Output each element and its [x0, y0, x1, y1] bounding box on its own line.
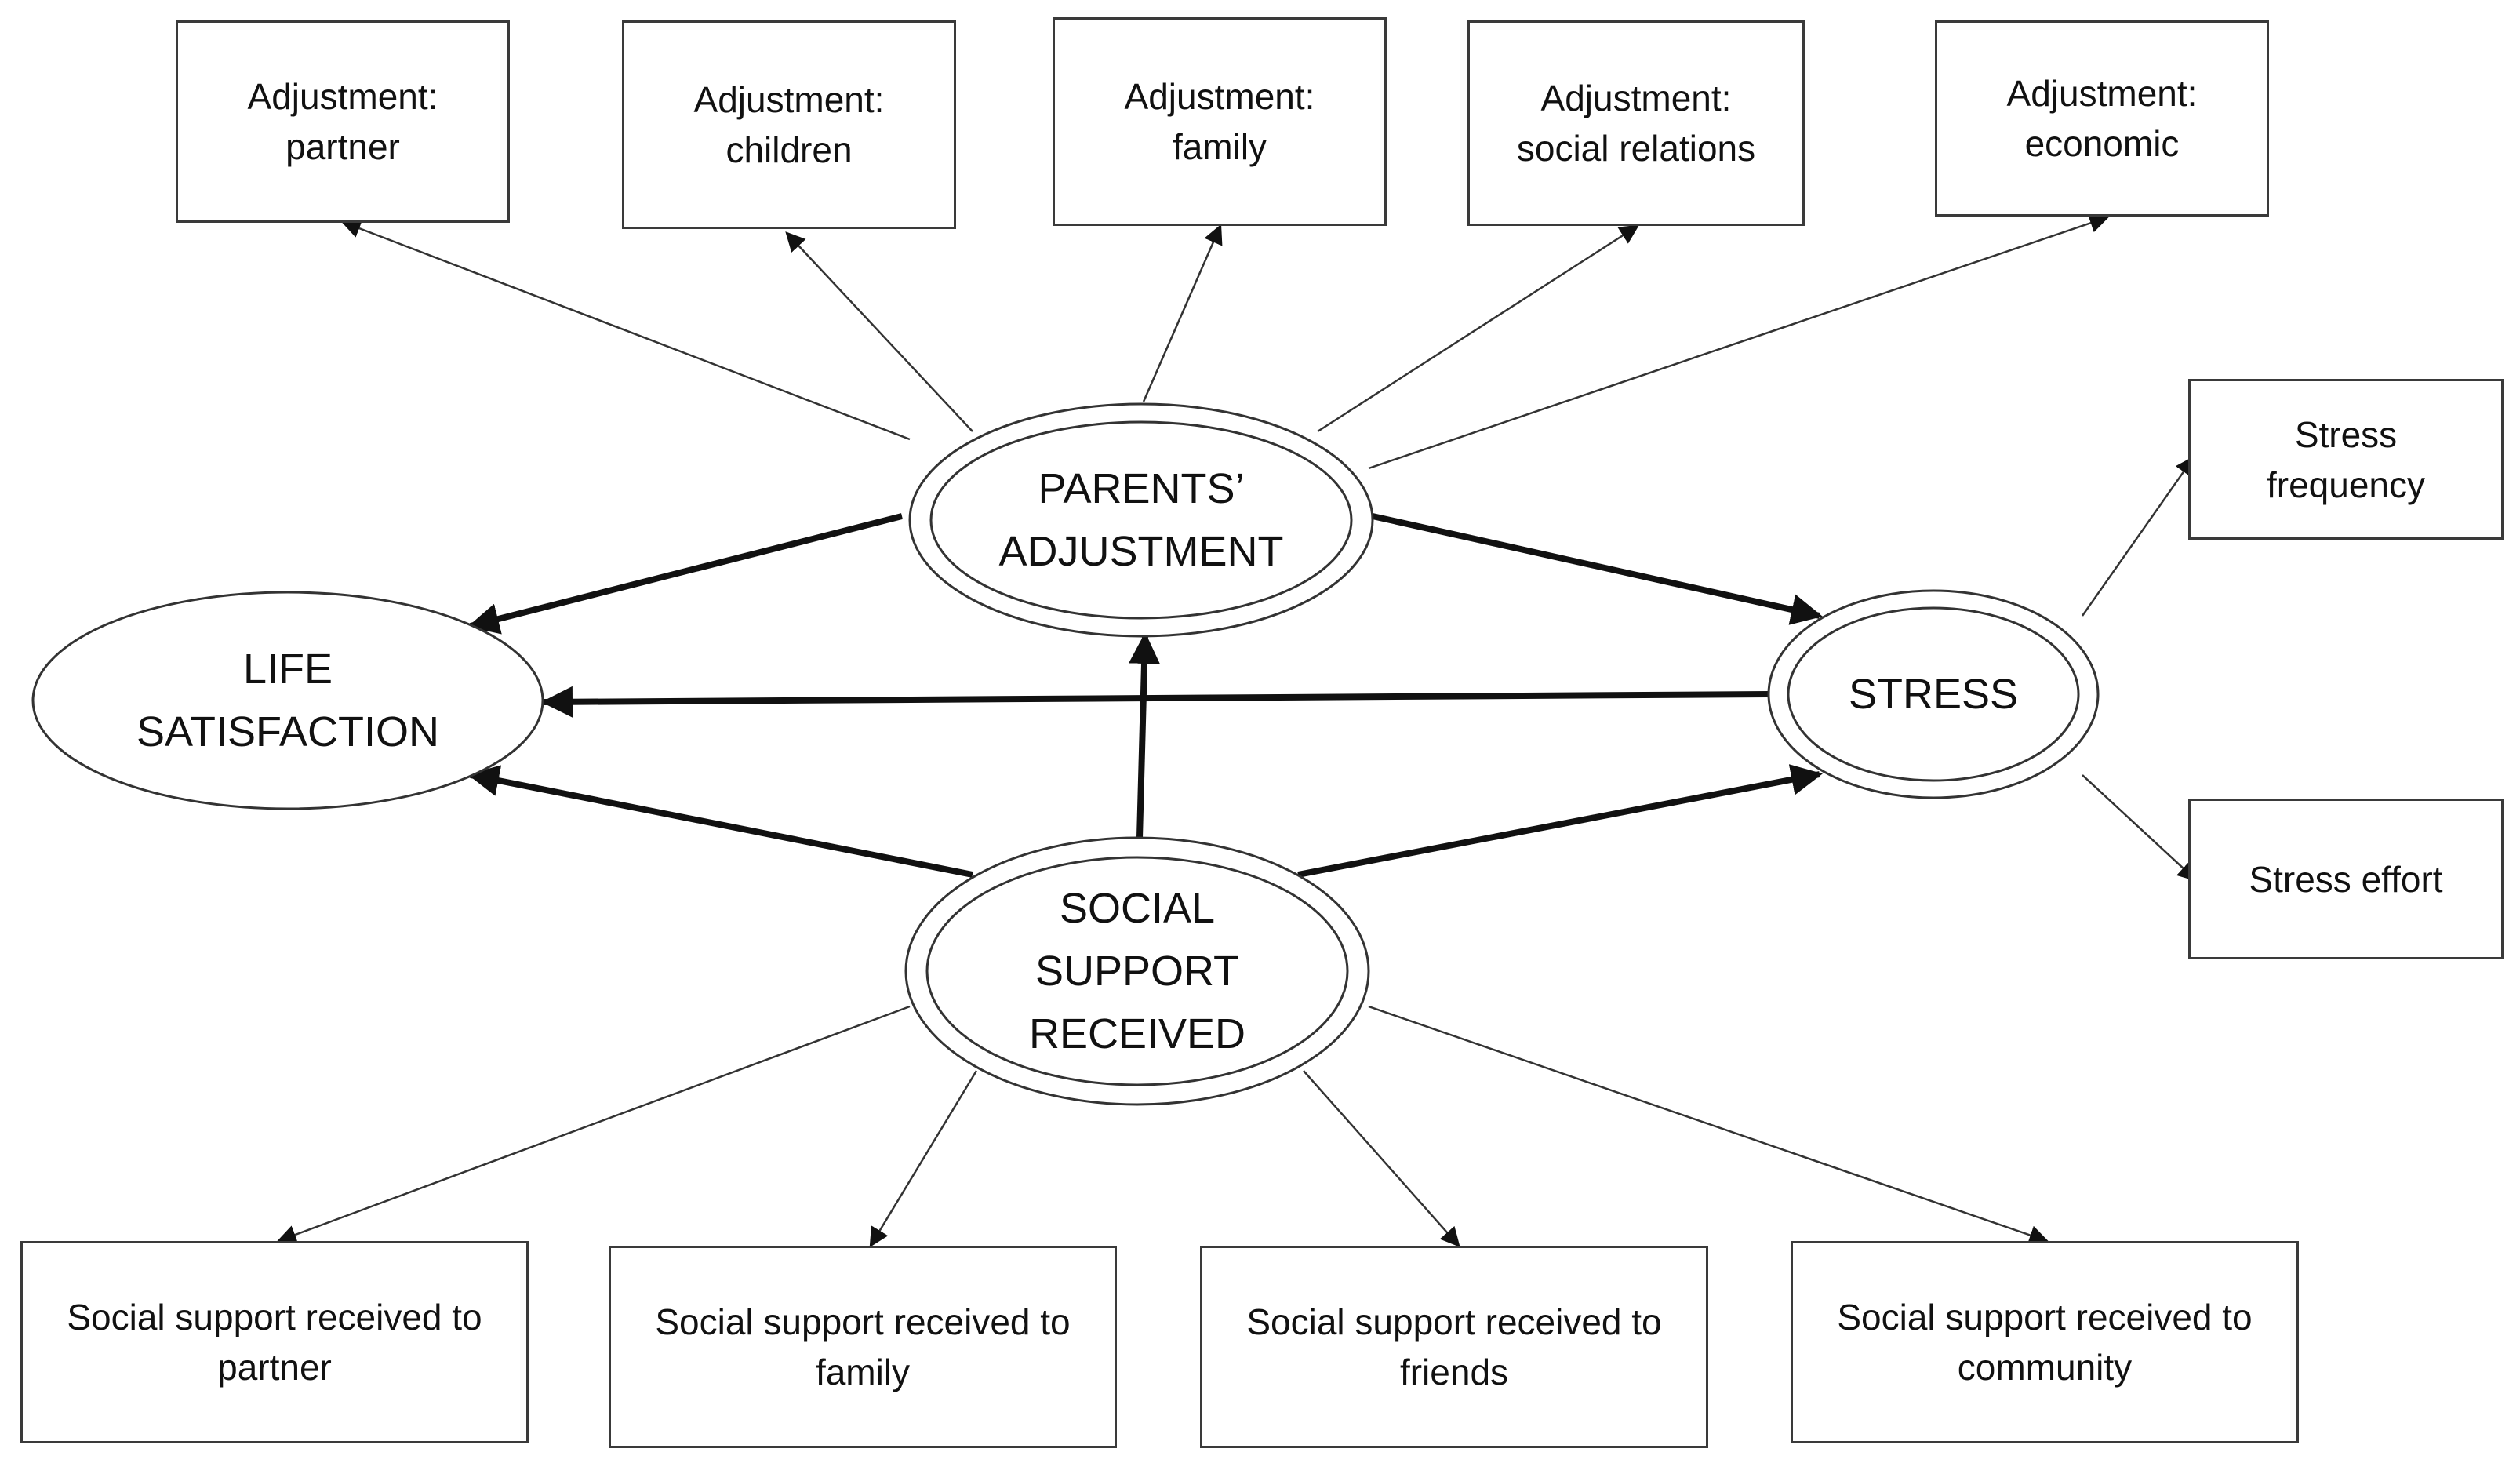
- path-support-to-stress: [1297, 764, 1823, 878]
- parents-adjustment-inner-ring: [929, 420, 1353, 620]
- indicator-ss-partner-line2: partner: [217, 1347, 332, 1388]
- indicator-adjustment-social-line1: Adjustment:: [1540, 78, 1732, 118]
- load-ss-community: [1368, 1005, 2049, 1245]
- stress-label: STRESS: [1848, 671, 2019, 718]
- indicator-adjustment-social-relations: Adjustment: social relations: [1467, 20, 1805, 226]
- indicator-stress-frequency: Stress frequency: [2188, 379, 2504, 540]
- indicator-ss-partner-line1: Social support received to: [67, 1297, 482, 1337]
- indicator-adjustment-family-line1: Adjustment:: [1124, 76, 1315, 117]
- indicator-stress-effort-line1: Stress effort: [2249, 858, 2443, 900]
- indicator-social-support-family: Social support received to family: [609, 1246, 1117, 1448]
- indicator-adjustment-economic: Adjustment: economic: [1935, 20, 2269, 217]
- path-adjustment-to-stress: [1372, 513, 1823, 625]
- social-support-node: SOCIAL SUPPORT RECEIVED: [927, 877, 1347, 1065]
- indicator-stress-frequency-line1: Stress: [2294, 413, 2398, 455]
- parents-adjustment-node: PARENTS’ ADJUSTMENT: [931, 442, 1351, 599]
- indicator-social-support-friends: Social support received to friends: [1200, 1246, 1708, 1448]
- indicator-ss-community-line1: Social support received to: [1837, 1297, 2253, 1337]
- indicator-adjustment-economic-line1: Adjustment:: [2006, 73, 2198, 114]
- indicator-adjustment-social-line2: social relations: [1516, 128, 1756, 169]
- path-stress-to-life-satisfaction: [541, 686, 1769, 718]
- life-satisfaction-ellipse: [31, 591, 544, 810]
- load-adj-children: [785, 231, 973, 432]
- social-support-label-line2: SUPPORT: [1035, 948, 1240, 995]
- indicator-adjustment-children-line2: children: [725, 129, 853, 170]
- indicator-adjustment-partner: Adjustment: partner: [176, 20, 510, 223]
- social-support-label-line3: RECEIVED: [1028, 1010, 1246, 1057]
- path-adjustment-to-life-satisfaction: [467, 513, 903, 635]
- life-satisfaction-label-line1: LIFE: [242, 646, 333, 693]
- indicator-ss-family-line1: Social support received to: [655, 1301, 1071, 1342]
- parents-adjustment-label-line1: PARENTS’: [1038, 465, 1245, 512]
- load-adj-partner: [340, 219, 911, 441]
- indicator-social-support-partner: Social support received to partner: [20, 1241, 529, 1443]
- indicator-adjustment-children: Adjustment: children: [622, 20, 956, 229]
- indicator-adjustment-family-line2: family: [1172, 126, 1267, 167]
- load-ss-friends: [1303, 1070, 1460, 1247]
- load-adj-economic: [1368, 213, 2110, 470]
- indicator-adjustment-partner-line2: partner: [285, 126, 400, 167]
- load-adj-family: [1142, 224, 1223, 402]
- load-stress-frequency: [2081, 455, 2195, 617]
- indicator-stress-effort: Stress effort: [2188, 799, 2504, 959]
- load-ss-family: [869, 1070, 978, 1248]
- life-satisfaction-node: LIFE SATISFACTION: [33, 622, 543, 779]
- life-satisfaction-label-line2: SATISFACTION: [136, 708, 440, 755]
- social-support-label-line1: SOCIAL: [1059, 885, 1216, 932]
- load-ss-partner: [276, 1005, 911, 1244]
- indicator-adjustment-children-line1: Adjustment:: [693, 79, 885, 120]
- stress-inner-ring: [1787, 606, 2080, 782]
- load-stress-effort: [2082, 774, 2198, 882]
- indicator-adjustment-economic-line2: economic: [2024, 123, 2180, 164]
- indicator-ss-community-line2: community: [1957, 1347, 2133, 1388]
- parents-adjustment-label-line2: ADJUSTMENT: [998, 528, 1284, 575]
- indicator-stress-frequency-line2: frequency: [2266, 464, 2425, 505]
- path-support-to-adjustment: [1129, 632, 1161, 839]
- indicator-social-support-community: Social support received to community: [1791, 1241, 2299, 1443]
- load-adj-social: [1317, 224, 1640, 433]
- social-support-inner-ring: [925, 856, 1349, 1086]
- indicator-ss-friends-line2: friends: [1399, 1352, 1509, 1392]
- stress-node: STRESS: [1788, 647, 2078, 741]
- indicator-adjustment-partner-line1: Adjustment:: [247, 76, 438, 117]
- indicator-ss-friends-line1: Social support received to: [1246, 1301, 1662, 1342]
- path-support-to-life-satisfaction: [467, 765, 973, 878]
- indicator-adjustment-family: Adjustment: family: [1053, 17, 1387, 226]
- indicator-ss-family-line2: family: [815, 1352, 911, 1392]
